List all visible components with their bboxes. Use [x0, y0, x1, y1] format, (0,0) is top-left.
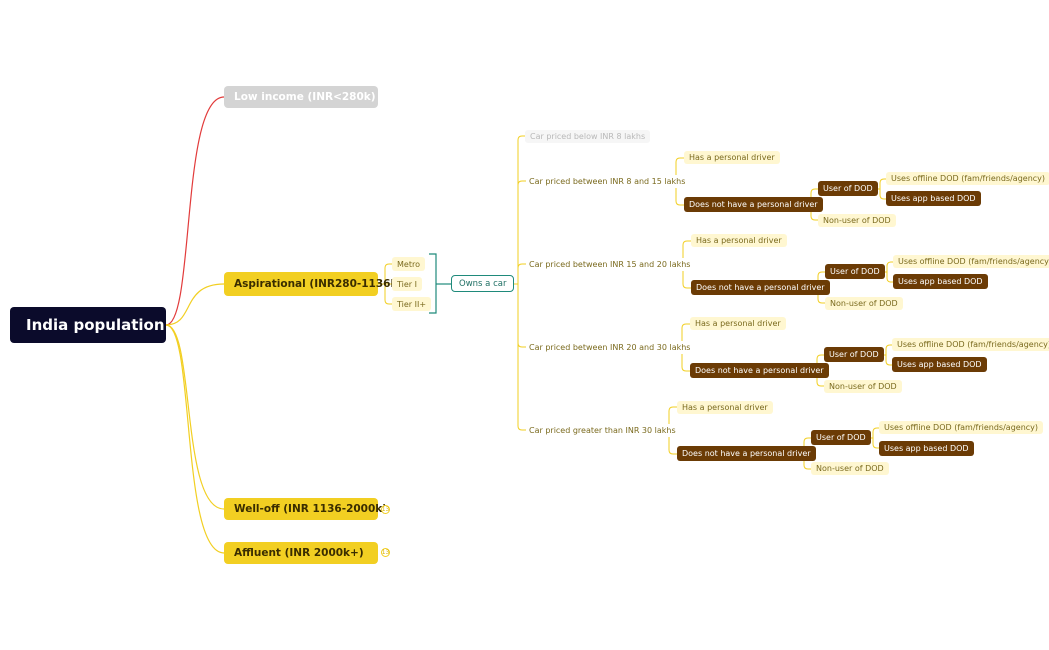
- uses-app-based-dod[interactable]: Uses app based DOD: [886, 191, 981, 206]
- connector-line: [872, 188, 886, 200]
- connector-line: [865, 427, 879, 439]
- uses-offline-dod[interactable]: Uses offline DOD (fam/friends/agency): [892, 338, 1049, 351]
- segment-affluent[interactable]: Affluent (INR 2000k+): [224, 542, 378, 564]
- connector-line: [660, 429, 677, 455]
- connector-line: [512, 180, 526, 285]
- expand-icon[interactable]: 13: [381, 505, 390, 514]
- connector-line: [798, 437, 811, 455]
- connector-line: [165, 283, 225, 326]
- price-group-label[interactable]: Car priced greater than INR 30 lakhs: [526, 424, 679, 437]
- no-personal-driver[interactable]: Does not have a personal driver: [690, 363, 829, 378]
- connector-line: [673, 346, 690, 372]
- tier-metro[interactable]: Metro: [392, 257, 425, 271]
- owns-a-car-node[interactable]: Owns a car: [451, 275, 515, 292]
- non-user-of-dod[interactable]: Non-user of DOD: [811, 462, 889, 475]
- connector-line: [512, 135, 526, 285]
- has-personal-driver[interactable]: Has a personal driver: [677, 401, 773, 414]
- connector-line: [165, 96, 225, 326]
- user-of-dod[interactable]: User of DOD: [811, 430, 871, 445]
- connector-line: [378, 263, 392, 285]
- car-below-8-lakhs[interactable]: Car priced below INR 8 lakhs: [525, 130, 651, 143]
- connector-line: [878, 344, 892, 356]
- non-user-of-dod[interactable]: Non-user of DOD: [825, 297, 903, 310]
- uses-offline-dod[interactable]: Uses offline DOD (fam/friends/agency): [893, 255, 1049, 268]
- connector-line: [512, 263, 526, 285]
- connector-line: [805, 188, 818, 206]
- connector-line: [879, 271, 893, 283]
- no-personal-driver[interactable]: Does not have a personal driver: [691, 280, 830, 295]
- uses-app-based-dod[interactable]: Uses app based DOD: [879, 441, 974, 456]
- uses-offline-dod[interactable]: Uses offline DOD (fam/friends/agency): [879, 421, 1044, 434]
- has-personal-driver[interactable]: Has a personal driver: [691, 234, 787, 247]
- connector-line: [798, 453, 811, 470]
- user-of-dod[interactable]: User of DOD: [818, 181, 878, 196]
- price-group-label[interactable]: Car priced between INR 15 and 20 lakhs: [526, 258, 694, 271]
- has-personal-driver[interactable]: Has a personal driver: [684, 151, 780, 164]
- connector-line: [512, 283, 526, 348]
- non-user-of-dod[interactable]: Non-user of DOD: [824, 380, 902, 393]
- connector-line: [674, 240, 691, 265]
- price-group-label[interactable]: Car priced between INR 8 and 15 lakhs: [526, 175, 689, 188]
- segment-aspirational[interactable]: Aspirational (INR280-1136k): [224, 272, 402, 296]
- uses-app-based-dod[interactable]: Uses app based DOD: [892, 357, 987, 372]
- connector-line: [667, 180, 684, 206]
- tier-1[interactable]: Tier I: [392, 277, 422, 291]
- segment-well-off[interactable]: Well-off (INR 1136-2000k): [224, 498, 387, 520]
- connector-line: [812, 287, 825, 304]
- connector-line: [811, 354, 824, 372]
- uses-app-based-dod[interactable]: Uses app based DOD: [893, 274, 988, 289]
- connector-line: [879, 261, 893, 273]
- root-node[interactable]: India population: [10, 307, 166, 343]
- connector-line: [378, 283, 392, 305]
- connector-line: [165, 324, 225, 554]
- connector-line: [805, 204, 818, 221]
- connector-line: [872, 178, 886, 190]
- connector-line: [660, 406, 677, 431]
- uses-offline-dod[interactable]: Uses offline DOD (fam/friends/agency): [886, 172, 1049, 185]
- user-of-dod[interactable]: User of DOD: [825, 264, 885, 279]
- price-group-label[interactable]: Car priced between INR 20 and 30 lakhs: [526, 341, 694, 354]
- connector-line: [674, 263, 691, 289]
- segment-low-income[interactable]: Low income (INR<280k): [224, 86, 378, 108]
- connector-line: [512, 283, 526, 431]
- has-personal-driver[interactable]: Has a personal driver: [690, 317, 786, 330]
- connector-line: [812, 271, 825, 289]
- connector-line: [865, 437, 879, 449]
- connector-line: [811, 370, 824, 387]
- connector-line: [673, 323, 690, 348]
- non-user-of-dod[interactable]: Non-user of DOD: [818, 214, 896, 227]
- no-personal-driver[interactable]: Does not have a personal driver: [677, 446, 816, 461]
- no-personal-driver[interactable]: Does not have a personal driver: [684, 197, 823, 212]
- connector-line: [667, 157, 684, 182]
- tier-2-plus[interactable]: Tier II+: [392, 297, 432, 311]
- user-of-dod[interactable]: User of DOD: [824, 347, 884, 362]
- connector-line: [165, 324, 225, 510]
- connector-line: [878, 354, 892, 366]
- expand-icon[interactable]: 13: [381, 548, 390, 557]
